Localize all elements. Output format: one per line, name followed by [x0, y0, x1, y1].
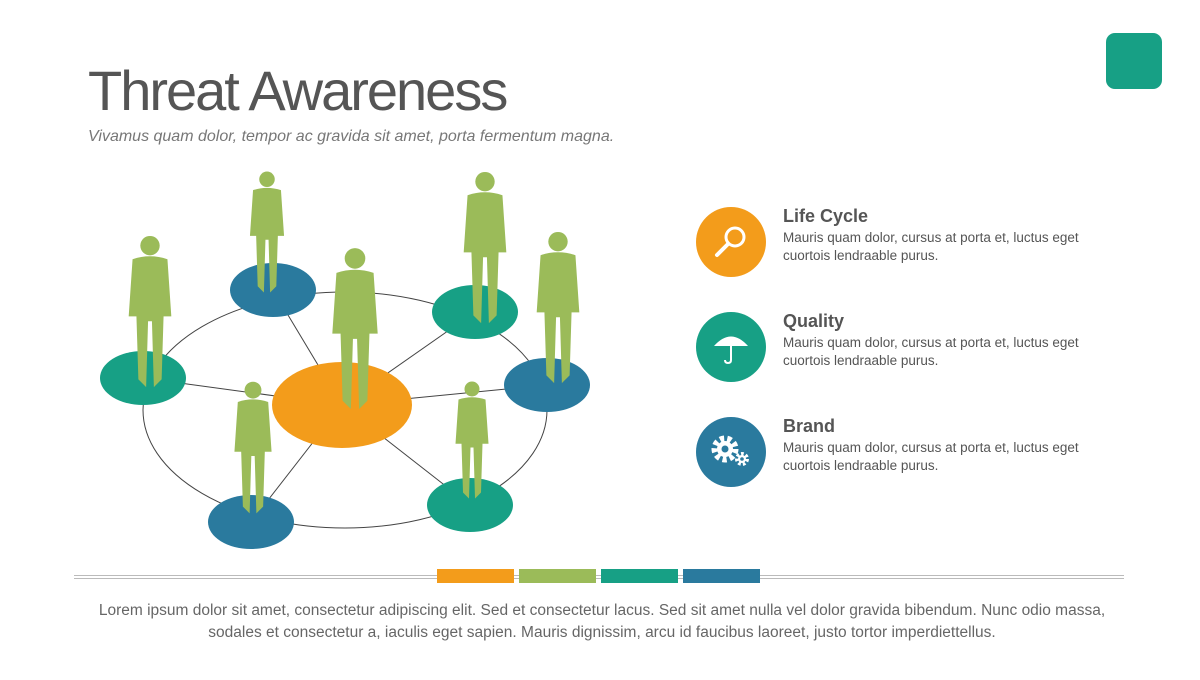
magnifier-icon: [696, 207, 766, 277]
feature-brand: Brand Mauris quam dolor, cursus at porta…: [696, 416, 1096, 489]
divider: [74, 575, 1124, 576]
color-bar-green: [519, 569, 596, 583]
platform: [272, 362, 412, 448]
person-silhouette: [332, 248, 378, 409]
page-subtitle: Vivamus quam dolor, tempor ac gravida si…: [88, 128, 615, 145]
person-silhouette: [455, 381, 489, 499]
feature-text: Mauris quam dolor, cursus at porta et, l…: [783, 440, 1079, 473]
person-silhouette: [128, 235, 172, 388]
platform: [427, 478, 513, 532]
color-bar-teal: [601, 569, 678, 583]
person-silhouette: [249, 171, 285, 293]
page-title: Threat Awareness: [88, 59, 508, 122]
person-silhouette: [536, 231, 580, 384]
gears-icon: [696, 417, 766, 487]
person-silhouette: [234, 381, 272, 514]
feature-text: Mauris quam dolor, cursus at porta et, l…: [783, 230, 1079, 263]
feature-quality: Quality Mauris quam dolor, cursus at por…: [696, 311, 1096, 384]
feature-title: Quality: [783, 311, 845, 331]
corner-badge: [1106, 33, 1162, 89]
color-bar-orange: [437, 569, 514, 583]
feature-text: Mauris quam dolor, cursus at porta et, l…: [783, 335, 1079, 368]
people-network-diagram: [100, 171, 590, 549]
platform: [230, 263, 316, 317]
feature-title: Brand: [783, 416, 836, 436]
feature-life-cycle: Life Cycle Mauris quam dolor, cursus at …: [696, 206, 1096, 279]
footer-text: Lorem ipsum dolor sit amet, consectetur …: [98, 602, 1106, 641]
divider: [74, 578, 1124, 579]
person-silhouette: [463, 171, 507, 324]
color-bar-blue: [683, 569, 760, 583]
feature-title: Life Cycle: [783, 206, 869, 226]
platform: [208, 495, 294, 549]
umbrella-icon: [696, 312, 766, 382]
